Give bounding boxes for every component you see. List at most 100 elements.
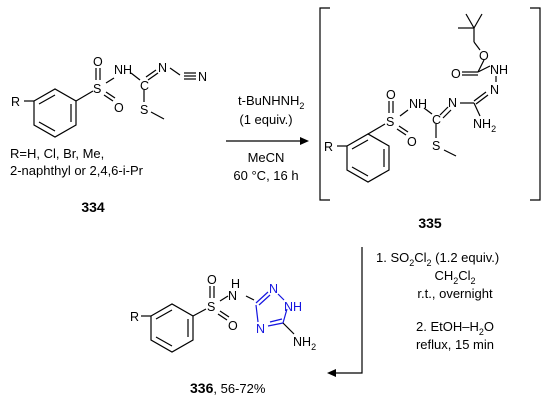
triazole-ring (255, 291, 295, 335)
sulfur-label-336: S (207, 300, 215, 314)
compound-336-structure (141, 286, 255, 353)
triazole-n2-label: N (269, 282, 278, 296)
r-label-336: R (130, 310, 139, 324)
n-c-bond (245, 295, 255, 301)
s-me-bond (443, 149, 457, 157)
ring-s-bond (75, 90, 94, 102)
oxygen-label-334: O (93, 55, 103, 69)
arrowhead-1 (300, 137, 309, 145)
oxygen-label-336: O (207, 273, 217, 287)
s-n-bond (219, 295, 229, 302)
s-o-double-bond (105, 91, 116, 99)
triazole-bond (255, 291, 269, 304)
n-imine-label-335: N (448, 96, 457, 110)
triazole-bond (267, 322, 284, 327)
r-label-335: R (324, 140, 333, 154)
sulfur-label-335: S (386, 115, 394, 129)
c-n-double-bond (147, 72, 159, 81)
triazole-n1h-label: NH (284, 300, 302, 314)
s-me-bond (150, 111, 165, 120)
oxygen-label-334b: O (114, 101, 124, 115)
bracket-left (319, 7, 330, 201)
triazole-n4-label: N (256, 322, 265, 336)
reagent-equiv: (1 equiv.) (239, 112, 292, 127)
n-hydrazine-label-335: N (490, 83, 499, 97)
sulfur-label-334: S (93, 82, 101, 96)
compound-335-structure (337, 13, 497, 183)
oxygen-label-335: O (386, 88, 396, 102)
ring-s-bond (367, 123, 386, 135)
compound-336-caption: 336, 56-72% (190, 380, 266, 396)
solvent-mecn: MeCN (248, 150, 285, 165)
n-c-double-bond (442, 109, 452, 119)
carbon-label-334: C (140, 79, 149, 93)
nh-label-336: N (228, 289, 237, 303)
c-nh2-bond (473, 102, 481, 117)
aromatic-bond (155, 336, 173, 347)
s-n-bond (105, 77, 115, 84)
ester-o-label-335: O (479, 49, 489, 63)
aromatic-bond (38, 94, 56, 105)
r-group-description: R=H, Cl, Br, Me, (10, 146, 104, 161)
conditions-temp-time: 60 °C, 16 h (233, 168, 298, 183)
h-label-336: H (231, 277, 240, 291)
nh2-label-336: NH2 (293, 335, 316, 352)
nh2-label-335: NH2 (473, 117, 496, 134)
step1-reagent: 1. SO2Cl2 (1.2 equiv.) (376, 250, 499, 268)
n-c-double-bond (475, 94, 489, 105)
s-o-double-bond (103, 94, 114, 102)
n-s-bond (399, 109, 409, 117)
tbu-bond (465, 13, 475, 29)
sulfur-thio-label-334: S (140, 103, 148, 117)
triazole-bond (255, 304, 259, 323)
s-o-double-bond (219, 310, 230, 318)
step2-conditions: reflux, 15 min (416, 337, 494, 352)
c-o-bond (473, 41, 481, 51)
carbon-label-335: C (432, 113, 441, 127)
nh-hydrazine-label-335: NH (490, 63, 508, 77)
triazole-bond (269, 318, 283, 323)
sulfur-thio-label-335: S (432, 139, 440, 153)
nitrogen-label-334: N (158, 61, 167, 75)
bracket-right (530, 7, 541, 201)
aromatic-bond (351, 166, 369, 177)
triazole-bond (277, 293, 285, 301)
aromatic-bond (155, 309, 173, 320)
r-label-334: R (11, 95, 20, 109)
n-c-double-bond (439, 106, 449, 116)
s-o-double-bond (396, 128, 407, 136)
nitrile-n-label-334: N (198, 70, 207, 84)
reaction-arrow-2 (336, 247, 363, 374)
benzene-ring-336 (150, 303, 194, 353)
c-nh-bond (423, 107, 433, 115)
benzene-ring-335 (346, 133, 390, 183)
aromatic-bond (38, 121, 56, 132)
nh-label-334: NH (114, 63, 132, 77)
c-nh2-bond (282, 322, 295, 335)
tbu-bond (473, 13, 483, 29)
benzene-ring-334 (33, 88, 77, 138)
c-nh-bond (477, 65, 491, 73)
aromatic-bond (351, 139, 369, 150)
compound-336-yield: , 56-72% (213, 381, 265, 396)
triazole-bond (282, 308, 288, 324)
step2-solvent: 2. EtOH–H2O (416, 319, 494, 337)
n-c-double-bond (473, 91, 487, 102)
s-o-double-bond (398, 125, 409, 133)
compound-334-label: 334 (81, 199, 105, 215)
c-n-double-bond (145, 69, 157, 78)
triazole-bond (258, 294, 271, 306)
n-c-bond (169, 67, 181, 76)
reagent-tbu-hydrazine: t-BuNHNH2 (238, 93, 304, 111)
step1-time: r.t., overnight (417, 286, 493, 301)
oxygen-label-336b: O (228, 319, 238, 333)
step1-solvent: CH2Cl2 (434, 268, 475, 286)
arrowhead-2 (327, 369, 336, 377)
ring-s-bond (192, 308, 207, 317)
o-c-bond (477, 59, 485, 73)
compound-334-structure (24, 67, 196, 138)
compound-336-label: 336 (190, 380, 214, 396)
carbonyl-o-label-335: O (451, 67, 461, 81)
